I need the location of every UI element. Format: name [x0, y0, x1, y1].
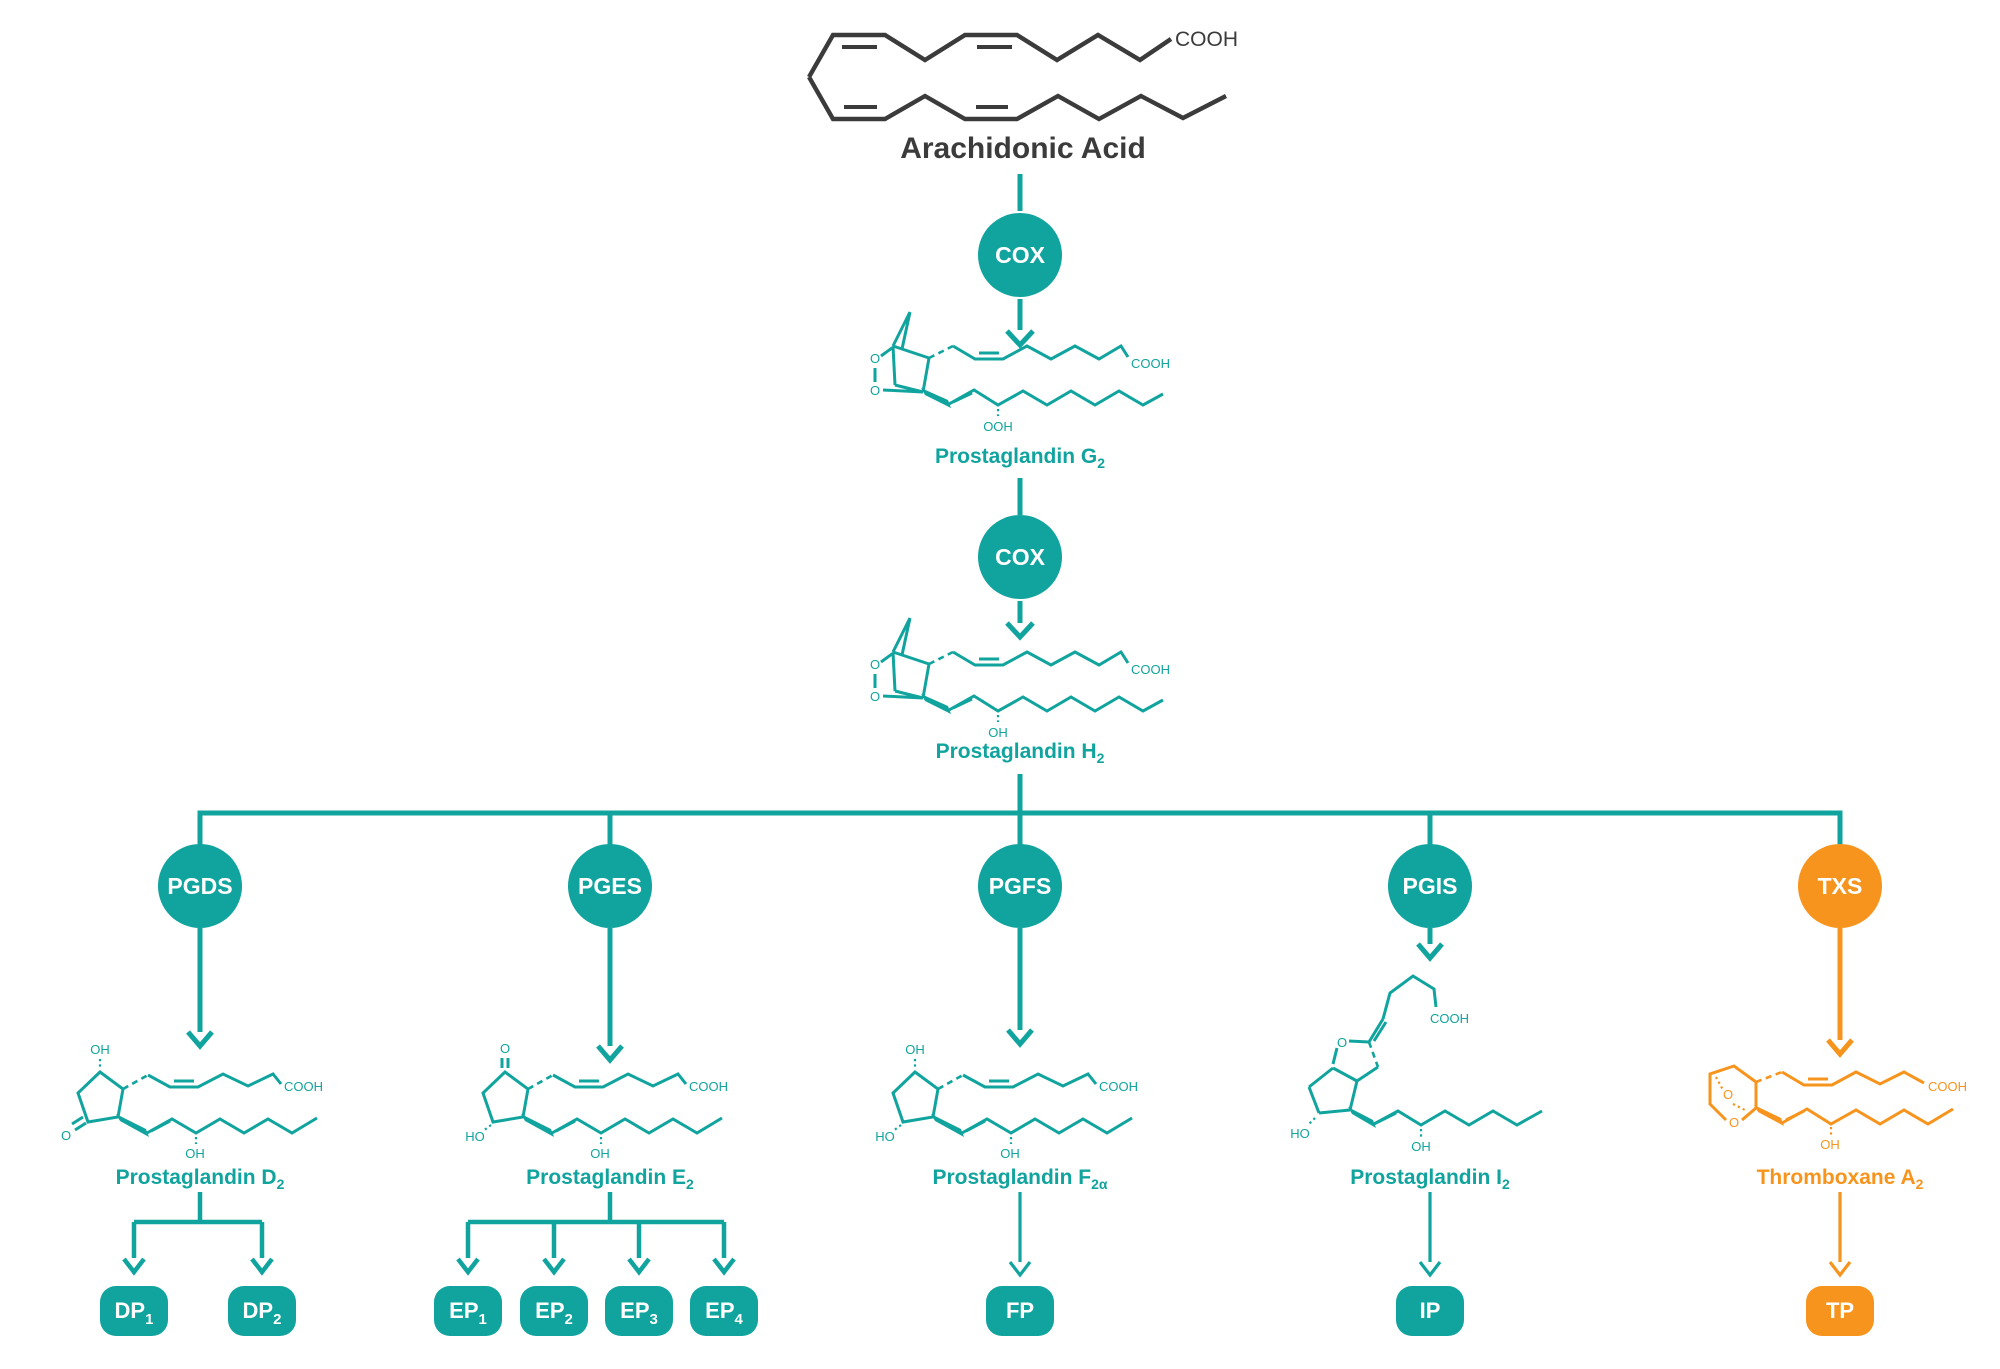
arrow-pgfs-to-pgf2a [1006, 928, 1034, 1048]
receptor-tp-label: TP [1826, 1298, 1854, 1323]
enzyme-label-pgfs: PGFS [989, 873, 1052, 899]
enzyme-node-pgfs [978, 844, 1062, 928]
atom-label-oh: OH [1000, 1146, 1020, 1161]
enzyme-node-cox-top [978, 213, 1062, 297]
atom-label-o: O [500, 1041, 510, 1056]
arrow-pgf2a-to-fp [1008, 1192, 1032, 1278]
atom-label-cooh: COOH [1099, 1079, 1138, 1094]
receptor-ep2 [520, 1286, 588, 1336]
receptor-dp2 [228, 1286, 296, 1336]
enzyme-node-pges [568, 844, 652, 928]
enzyme-node-cox-mid [978, 515, 1062, 599]
page-title: Arachidonic Acid [900, 132, 1146, 165]
arrow-pgis-to-pgi2 [1416, 928, 1444, 962]
receptor-ip-label: IP [1420, 1298, 1441, 1323]
enzyme-label-pgis: PGIS [1403, 873, 1458, 899]
atom-label-oh: OH [90, 1042, 110, 1057]
atom-label-oh: OH [905, 1042, 925, 1057]
atom-label-o: O [1337, 1035, 1347, 1050]
atom-label-o: O [61, 1128, 71, 1143]
atom-label-oh: OH [590, 1146, 610, 1161]
atom-label-cooh: COOH [1928, 1079, 1967, 1094]
atom-label-cooh: COOH [1175, 28, 1238, 51]
arrow-cox-to-pgg2 [1005, 299, 1035, 349]
atom-label-oh: OH [185, 1146, 205, 1161]
receptor-ep1 [434, 1286, 502, 1336]
arrow-pgi2-to-ip [1418, 1192, 1442, 1278]
atom-label-oh: OH [988, 725, 1008, 740]
receptor-boxes: DP1 DP2 EP1 EP2 EP3 EP4 FP IP TP [100, 1286, 1874, 1336]
enzyme-label-pgds: PGDS [167, 873, 232, 899]
prostaglandin-i2-structure: COOH O HO OH [1290, 974, 1543, 1154]
prostaglandin-g2-structure: O O COOH OOH [870, 311, 1170, 434]
arrows-pgd2-to-dp-receptors [122, 1192, 274, 1276]
atom-label-o: O [870, 351, 880, 366]
enzyme-node-pgds [158, 844, 242, 928]
prostaglandin-d2-structure: OH O COOH OH [61, 1042, 323, 1161]
atom-label-o: O [1723, 1087, 1733, 1102]
arrow-txa2-to-tp [1828, 1192, 1852, 1278]
atom-label-cooh: COOH [1131, 662, 1170, 677]
enzyme-label-pges: PGES [578, 873, 642, 899]
enzyme-node-txs [1798, 844, 1882, 928]
receptor-tp [1806, 1286, 1874, 1336]
prostaglandin-f2a-structure: OH HO COOH OH [875, 1042, 1138, 1161]
receptor-dp1 [100, 1286, 168, 1336]
atom-label-cooh: COOH [1430, 1011, 1469, 1026]
arrow-pgds-to-pgd2 [186, 928, 214, 1050]
thromboxane-a2-label: Thromboxane A2 [1757, 1166, 1924, 1192]
prostaglandin-e2-structure: O HO COOH OH [465, 1041, 728, 1161]
receptor-fp-label: FP [1006, 1298, 1034, 1323]
atom-label-o: O [1729, 1115, 1739, 1130]
receptor-ep4-label: EP4 [705, 1298, 743, 1328]
receptor-dp2-label: DP2 [243, 1298, 282, 1328]
branch-bar [197, 810, 1843, 847]
enzyme-label-txs: TXS [1818, 873, 1863, 899]
receptor-ep3-label: EP3 [620, 1298, 658, 1328]
prostaglandin-h2-label: Prostaglandin H2 [936, 740, 1105, 766]
receptor-dp1-label: DP1 [115, 1298, 154, 1328]
prostaglandin-d2-label: Prostaglandin D2 [116, 1166, 285, 1192]
receptor-fp [986, 1286, 1054, 1336]
receptor-ep3 [605, 1286, 673, 1336]
enzyme-node-pgis [1388, 844, 1472, 928]
arrow-pges-to-pge2 [596, 928, 624, 1064]
receptor-ip [1396, 1286, 1464, 1336]
arrows-pge2-to-ep-receptors [456, 1192, 736, 1276]
arrow-txs-to-txa2 [1826, 928, 1854, 1058]
prostaglandin-e2-label: Prostaglandin E2 [526, 1166, 694, 1192]
atom-label-ooh: OOH [983, 419, 1013, 434]
atom-label-o: O [870, 657, 880, 672]
atom-label-ho: HO [875, 1129, 895, 1144]
arrow-cox-to-pgh2 [1005, 601, 1035, 641]
atom-label-oh: OH [1411, 1139, 1431, 1154]
thromboxane-a2-structure: O O COOH OH [1708, 1064, 1967, 1152]
prostaglandin-h2-structure: O O COOH OH [870, 617, 1170, 740]
receptor-ep4 [690, 1286, 758, 1336]
atom-label-o: O [870, 383, 880, 398]
atom-label-oh: OH [1820, 1137, 1840, 1152]
atom-label-ho: HO [1290, 1126, 1310, 1141]
atom-label-o: O [870, 689, 880, 704]
receptor-ep1-label: EP1 [449, 1298, 487, 1328]
arachidonic-acid-structure: COOH [807, 28, 1238, 122]
prostaglandin-i2-label: Prostaglandin I2 [1350, 1166, 1510, 1192]
prostaglandin-f2a-label: Prostaglandin F2α [932, 1166, 1107, 1192]
atom-label-cooh: COOH [284, 1079, 323, 1094]
atom-label-ho: HO [465, 1129, 485, 1144]
connectors [122, 174, 1854, 1278]
enzyme-label-cox-mid: COX [995, 544, 1046, 570]
enzyme-label-cox-top: COX [995, 242, 1046, 268]
enzyme-nodes: COX COX PGDS PGES PGFS PGIS TXS [158, 213, 1882, 928]
atom-label-cooh: COOH [689, 1079, 728, 1094]
prostaglandin-g2-label: Prostaglandin G2 [935, 445, 1105, 471]
atom-label-cooh: COOH [1131, 356, 1170, 371]
receptor-ep2-label: EP2 [535, 1298, 573, 1328]
